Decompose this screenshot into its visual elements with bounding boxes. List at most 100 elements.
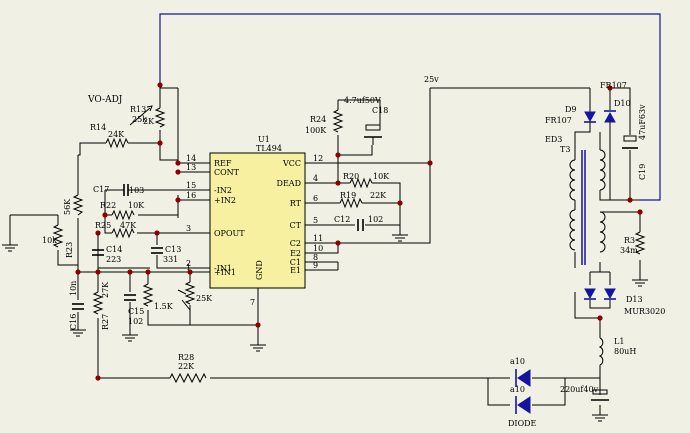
r20-val-label: 10K (373, 172, 390, 181)
ic-right-pin-label: DEAD (277, 179, 301, 188)
c19-label: C19 (638, 164, 647, 180)
r22-label: R22 (100, 201, 116, 210)
r13-label: R13 (130, 105, 146, 114)
diode-label: DIODE (508, 419, 537, 428)
ic-part: TL494 (256, 144, 282, 153)
ed3-label: ED3 (545, 135, 562, 144)
l1-val-label: 80uH (614, 347, 636, 356)
ic-right-pin-label: E1 (290, 266, 301, 275)
tl494-ic (209, 152, 306, 290)
ic-right-pin-number: 10 (313, 244, 323, 253)
r28-val-label: 22K (178, 362, 195, 371)
ic-left-pin-number: 2 (186, 259, 191, 268)
ic-right-pin-number: 5 (313, 216, 318, 225)
c15-label: C15 (128, 307, 144, 316)
ic-right-pin-number: 9 (313, 261, 318, 270)
c12-val-label: 102 (368, 215, 383, 224)
ic-right-pin-number: 12 (313, 154, 323, 163)
r-10k-label: 10k (42, 236, 57, 245)
a10-bottom-label: a10 (510, 385, 525, 394)
r27-label: R27 (101, 314, 110, 330)
c15-val-label: 102 (128, 317, 143, 326)
r13-val1-label: 25k (132, 115, 147, 124)
d9-part-label: FR107 (545, 116, 572, 125)
c16-val-label: 10n (69, 281, 78, 296)
ic-gnd-label: GND (255, 260, 264, 280)
ic-right-pin-number: 6 (313, 194, 318, 203)
ic-right-pin-label: C2 (290, 239, 301, 248)
r28-label: R28 (178, 353, 194, 362)
ic-right-pin-label: C1 (290, 258, 301, 267)
c13-label: C13 (165, 245, 181, 254)
ic-ref: U1 (258, 135, 270, 144)
r3-label: R3 (624, 236, 635, 245)
ic-left-pin-label: -IN2 (214, 186, 232, 195)
ic-left-pin-label: -IN1 (214, 264, 232, 273)
v25-label: 25v (424, 75, 439, 84)
transformer (569, 149, 606, 366)
r19-label: R19 (340, 191, 356, 200)
c18-val-label: 4.7uf50V (344, 96, 381, 105)
ic-left-pin-number: 3 (186, 224, 191, 233)
r27-val-label: 27K (101, 281, 110, 298)
c12-label: C12 (334, 215, 350, 224)
ic-left-pin-label: CONT (214, 168, 240, 177)
output-cap-label: 220uf40v (560, 385, 599, 394)
ic-right-pin-number: 11 (313, 234, 323, 243)
r3-val-label: 34m (620, 246, 638, 255)
r-25k-label: 25K (196, 294, 213, 303)
ic-gnd-pin: 7 (250, 298, 255, 307)
wires (9, 13, 661, 415)
ic-left-pin-number: 1 (186, 263, 191, 272)
ic-labels: U1 TL494 GND 7 (250, 135, 282, 307)
ic-right-pin-number: 8 (313, 253, 318, 262)
c16-label: C16 (69, 314, 78, 330)
ground-symbols (2, 234, 648, 422)
ic-left-pin-label: OPOUT (214, 229, 245, 238)
r19-val-label: 22K (370, 191, 387, 200)
ic-right-pin-label: E2 (290, 249, 301, 258)
r25-label: R25 (95, 221, 111, 230)
ic-left-pin-number: 13 (186, 163, 196, 172)
r-1-5k-label: 1.5K (154, 302, 174, 311)
c19-val-label: 47uF63v (638, 104, 647, 140)
c17-label: C17 (93, 185, 109, 194)
r-24k-label: 24K (108, 130, 125, 139)
resistors (52, 107, 646, 384)
r13-val2-label: 2K (143, 117, 155, 126)
t3-label: T3 (560, 145, 570, 154)
junctions (75, 82, 643, 381)
r23-label: R23 (65, 242, 74, 258)
ic-left-pin-label: REF (214, 159, 232, 168)
r20-label: R20 (343, 172, 359, 181)
l1-label: L1 (614, 337, 624, 346)
d9-label: D9 (565, 105, 577, 114)
c17-val-label: 103 (129, 186, 144, 195)
r-56k-label: 56K (63, 198, 72, 215)
c14-val-label: 223 (106, 255, 121, 264)
c18-label: C18 (372, 106, 388, 115)
ic-right-pin-label: CT (290, 221, 302, 230)
d13-label: D13 (626, 295, 643, 304)
vo-adj-label: VO-ADJ (87, 95, 123, 105)
ic-right-pin-number: 4 (313, 174, 318, 183)
ic-right-pin-label: VCC (282, 159, 301, 168)
ic-left-pin-number: 16 (186, 191, 196, 200)
r25-val-label: 47K (120, 221, 137, 230)
r24-val-label: 100K (305, 126, 327, 135)
d10-label: D10 (614, 99, 631, 108)
a10-top-label: a10 (510, 357, 525, 366)
pot-arrows (129, 105, 191, 311)
ic-left-pin-label: +IN1 (214, 268, 236, 277)
r22-val-label: 10K (128, 201, 145, 210)
ic-left-pin-number: 15 (186, 181, 196, 190)
d10-part-label: FR107 (600, 81, 627, 90)
component-labels: VO-ADJ R14 R13 25k 2K 24K R24 100K 4.7uf… (42, 75, 665, 428)
r14-label: R14 (90, 123, 106, 132)
diodes (515, 110, 616, 414)
d13-part-label: MUR3020 (624, 307, 665, 316)
c13-val-label: 331 (163, 255, 178, 264)
